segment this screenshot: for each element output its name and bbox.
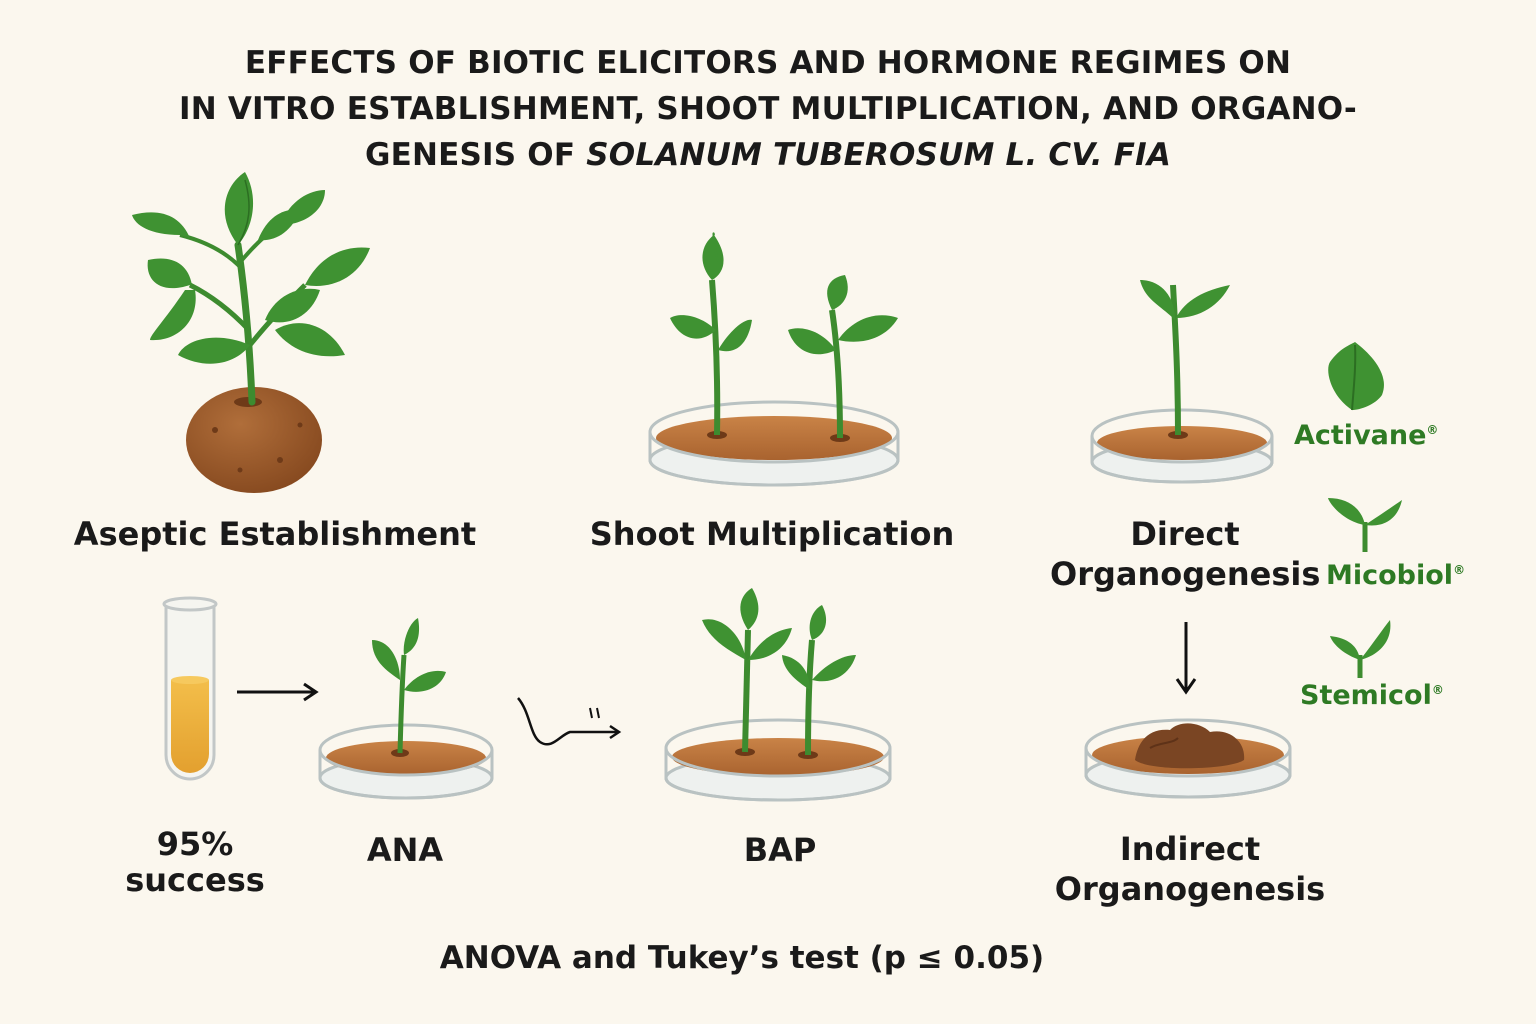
- activane-leaf-icon: [1328, 342, 1384, 411]
- elicitor-stemicol-name: Stemicol: [1300, 680, 1432, 711]
- elicitor-activane: Activane®: [1294, 420, 1438, 451]
- elicitor-micobiol-name: Micobiol: [1326, 560, 1454, 591]
- direct-organogenesis-line1: Direct: [1130, 515, 1240, 553]
- elicitor-stemicol: Stemicol®: [1300, 680, 1444, 711]
- indirect-organogenesis-label: Indirect Organogenesis: [1050, 829, 1330, 909]
- aseptic-establishment-label: Aseptic Establishment: [73, 515, 477, 553]
- indirect-organogenesis-line1: Indirect: [1119, 830, 1261, 868]
- indirect-organogenesis-line2: Organogenesis: [1054, 870, 1326, 908]
- statistics-note: ANOVA and Tukey’s test (p ≤ 0.05): [439, 940, 1045, 976]
- direct-organogenesis-line2: Organogenesis: [1050, 555, 1321, 593]
- title-line-1: EFFECTS OF BIOTIC ELICITORS AND HORMONE …: [244, 45, 1292, 81]
- elicitor-activane-name: Activane: [1294, 420, 1427, 451]
- success-rate: 95% success: [110, 826, 280, 898]
- shoot-multiplication-dish-icon: [648, 232, 900, 487]
- bap-label: BAP: [743, 831, 817, 869]
- arrow-icon: [237, 682, 319, 702]
- stemicol-sprout-icon: [1330, 620, 1391, 678]
- registered-mark: ®: [1426, 423, 1439, 437]
- success-label: success: [125, 861, 265, 899]
- diagram-title: EFFECTS OF BIOTIC ELICITORS AND HORMONE …: [0, 40, 1536, 178]
- elicitor-micobiol: Micobiol®: [1326, 560, 1465, 591]
- test-tube-icon: [162, 596, 218, 781]
- species-name: SOLANUM TUBEROSUM L. CV. FIA: [586, 137, 1172, 173]
- title-line-2: IN VITRO ESTABLISHMENT, SHOOT MULTIPLICA…: [178, 91, 1358, 127]
- potato-plant-icon: [132, 172, 370, 493]
- down-arrow-icon: [1175, 622, 1197, 695]
- title-line-3-prefix: GENESIS OF: [364, 137, 587, 173]
- shoot-multiplication-label: Shoot Multiplication: [589, 515, 955, 553]
- title-line-3: GENESIS OF SOLANUM TUBEROSUM L. CV. FIA: [0, 132, 1536, 178]
- squiggle-arrow-icon: [517, 697, 622, 746]
- direct-organogenesis-dish-icon: [1090, 280, 1274, 484]
- direct-organogenesis-label: Direct Organogenesis: [1050, 514, 1320, 594]
- ana-label: ANA: [366, 831, 444, 869]
- registered-mark: ®: [1431, 683, 1444, 697]
- ana-dish-icon: [318, 618, 494, 800]
- micobiol-sprout-icon: [1328, 498, 1402, 552]
- indirect-organogenesis-dish-icon: [1084, 718, 1292, 799]
- bap-dish-icon: [664, 588, 892, 802]
- registered-mark: ®: [1453, 563, 1466, 577]
- success-value: 95%: [156, 825, 234, 863]
